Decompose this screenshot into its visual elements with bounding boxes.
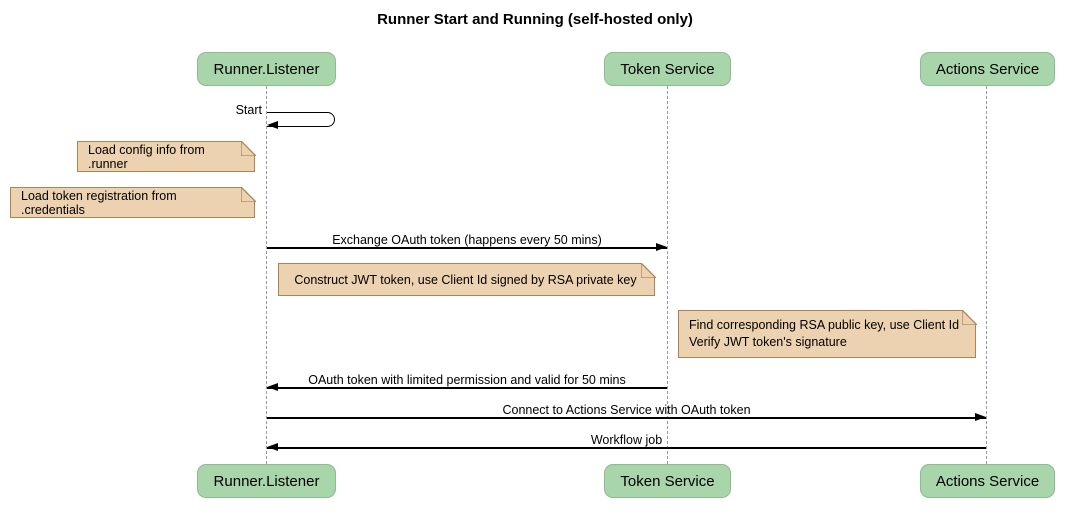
actor-actions-service-bottom: Actions Service [920, 464, 1055, 498]
message-workflow-job-label: Workflow job [590, 433, 663, 447]
actor-actions-service-top: Actions Service [920, 52, 1055, 86]
message-oauth-return-line [267, 387, 667, 389]
note-load-config: Load config info from .runner [77, 140, 256, 172]
actor-label: Actions Service [935, 60, 1040, 78]
actor-label: Runner.Listener [213, 472, 320, 490]
actor-runner-listener-top: Runner.Listener [197, 52, 336, 86]
actor-runner-listener-bottom: Runner.Listener [197, 464, 336, 498]
actor-label: Token Service [620, 60, 715, 78]
lifeline-token-service [667, 86, 668, 464]
arrow-left-icon [267, 383, 278, 391]
arrow-right-icon [975, 413, 986, 421]
note-fold-icon [240, 140, 256, 156]
message-connect-actions-line [267, 417, 986, 419]
message-start-label: Start [235, 103, 262, 117]
message-start-loop [267, 112, 335, 127]
lifeline-actions-service [986, 86, 987, 464]
message-exchange-oauth-line [267, 247, 667, 249]
note-fold-icon [961, 309, 977, 325]
actor-label: Runner.Listener [213, 60, 320, 78]
message-workflow-job-line [267, 447, 986, 449]
note-text: Load config info from .runner [88, 142, 205, 171]
note-text: Load token registration from .credential… [21, 188, 177, 217]
note-construct-jwt: Construct JWT token, use Client Id signe… [278, 262, 656, 296]
message-exchange-oauth-label: Exchange OAuth token (happens every 50 m… [332, 233, 602, 247]
actor-token-service-top: Token Service [604, 52, 731, 86]
note-text: Find corresponding RSA public key, use C… [689, 318, 960, 349]
arrow-left-icon [267, 443, 278, 451]
note-text: Construct JWT token, use Client Id signe… [294, 272, 637, 287]
note-load-token-registration: Load token registration from .credential… [10, 186, 256, 218]
actor-label: Actions Service [935, 472, 1040, 490]
message-oauth-return-label: OAuth token with limited permission and … [308, 373, 626, 387]
note-verify-jwt: Find corresponding RSA public key, use C… [678, 309, 977, 358]
diagram-title: Runner Start and Running (self-hosted on… [377, 11, 693, 28]
actor-token-service-bottom: Token Service [604, 464, 731, 498]
note-fold-icon [640, 262, 656, 278]
message-connect-actions-label: Connect to Actions Service with OAuth to… [502, 403, 751, 417]
arrow-right-icon [656, 243, 667, 251]
arrow-left-icon [267, 121, 278, 129]
note-fold-icon [240, 186, 256, 202]
lifeline-runner-listener [266, 86, 267, 464]
actor-label: Token Service [620, 472, 715, 490]
